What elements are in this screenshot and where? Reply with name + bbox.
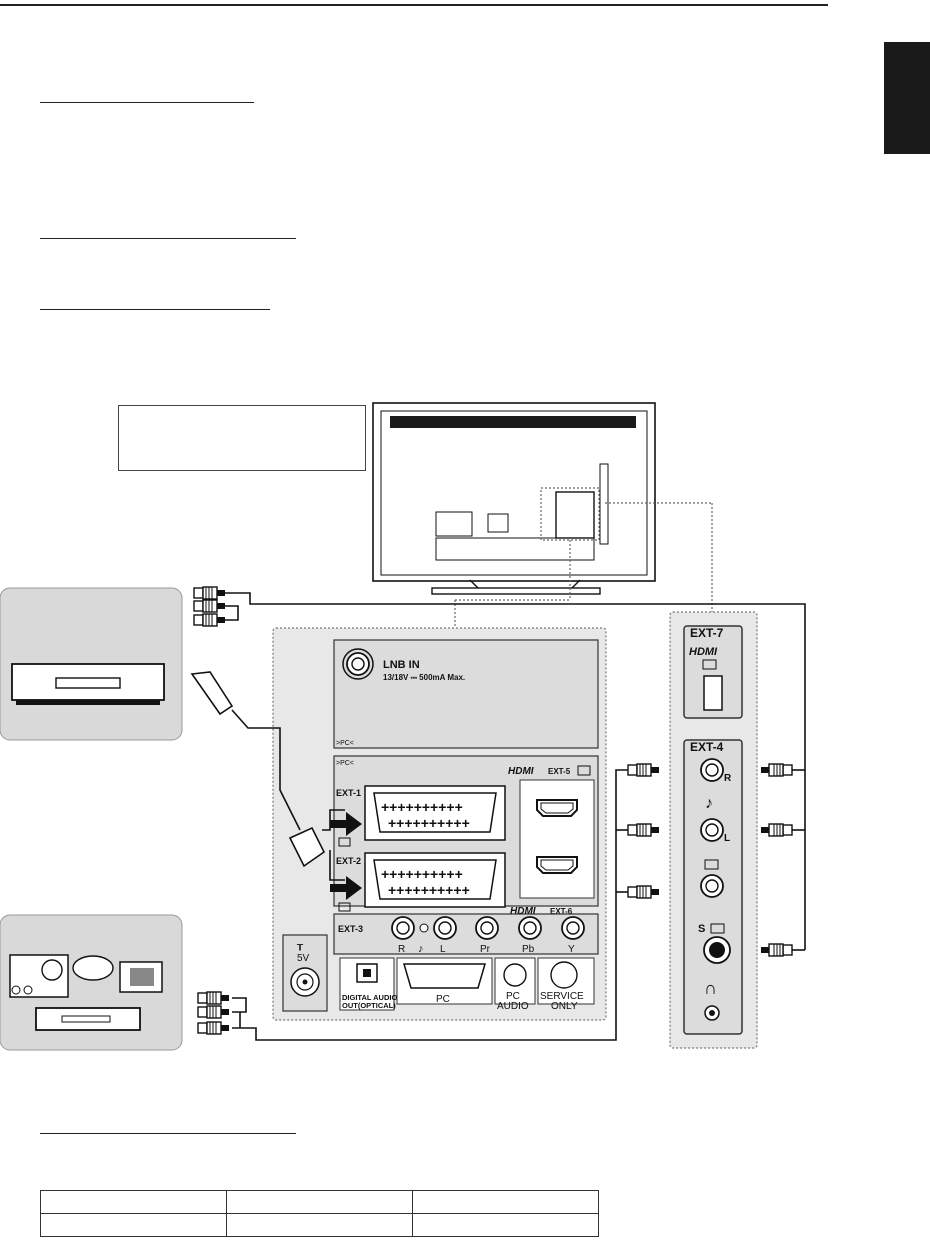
pc-audio-label: PC	[506, 991, 520, 1002]
input-arrow-icon	[338, 902, 351, 912]
svg-text:++++++++++: ++++++++++	[381, 799, 463, 815]
heading-underline-1	[40, 102, 254, 103]
side-tab	[884, 42, 930, 154]
heading-underline-2	[40, 238, 296, 239]
table-cell	[226, 1213, 413, 1237]
table-cell	[412, 1213, 599, 1237]
music-note-icon: ♪	[418, 943, 424, 955]
service-label: SERVICE	[540, 991, 584, 1002]
music-note-icon: ♪	[705, 795, 713, 812]
antenna-voltage-label: 5V	[297, 953, 310, 964]
input-arrow-icon	[704, 859, 719, 870]
pc-audio-label-2: AUDIO	[497, 1001, 529, 1012]
headphone-icon: ∩	[704, 978, 717, 998]
svg-text:++++++++++: ++++++++++	[381, 866, 463, 882]
connection-diagram: LNB IN 13/18V ⎓ 500mA Max. >PC< >PC< HDM…	[0, 402, 806, 1051]
scart-arrows	[330, 812, 362, 900]
hdmi-logo: HDMI	[508, 766, 534, 777]
digital-audio-label: DIGITAL AUDIO	[342, 993, 397, 1002]
spec-table	[40, 1190, 599, 1237]
port-label-pb: Pb	[522, 944, 535, 955]
device-panel-bottom	[0, 914, 183, 1051]
digital-audio-label-2: OUT(OPTICAL)	[342, 1001, 396, 1010]
table-row	[40, 1213, 599, 1237]
ext6-label: EXT-6	[550, 907, 573, 916]
antenna-icon: ┰	[296, 940, 304, 951]
port-label-pr: Pr	[480, 944, 491, 955]
input-arrow-icon	[710, 923, 725, 934]
heading-underline-4	[40, 1133, 296, 1134]
table-cell	[40, 1190, 227, 1214]
port-label-y: Y	[568, 944, 575, 955]
input-arrow-icon	[702, 659, 717, 670]
table-cell	[226, 1190, 413, 1214]
page-top-rule	[0, 4, 828, 6]
pc-marker-label-2: >PC<	[336, 760, 354, 767]
ext2-label: EXT-2	[336, 856, 361, 866]
ext1-label: EXT-1	[336, 788, 361, 798]
hdmi-logo-3: HDMI	[689, 646, 718, 658]
tv-rear-view	[372, 402, 656, 595]
device-panel-top	[0, 587, 183, 741]
pc-marker-label: >PC<	[336, 740, 354, 747]
ext3-label: EXT-3	[338, 924, 363, 934]
audio-l-label: L	[724, 833, 730, 844]
side-panel: EXT-7 HDMI EXT-4 R ♪ L S ∩	[669, 611, 758, 1049]
rear-panel: LNB IN 13/18V ⎓ 500mA Max. >PC< >PC< HDM…	[272, 627, 607, 1021]
table-cell	[40, 1213, 227, 1237]
svg-text:++++++++++: ++++++++++	[388, 815, 470, 831]
input-arrow-icon	[338, 837, 351, 847]
ext7-label: EXT-7	[690, 626, 724, 640]
note-box	[118, 405, 366, 471]
scart-plug-icon	[190, 671, 326, 868]
leader-lines	[454, 487, 713, 628]
pc-port-label: PC	[436, 994, 450, 1005]
port-label-l: L	[440, 944, 446, 955]
lnb-in-label: LNB IN	[383, 659, 420, 671]
table-row	[40, 1190, 599, 1214]
heading-underline-3	[40, 309, 270, 310]
lnb-spec-label: 13/18V ⎓ 500mA Max.	[383, 673, 465, 682]
hdmi-logo-2: HDMI	[510, 906, 536, 917]
audio-r-label: R	[724, 773, 732, 784]
cables	[224, 592, 806, 1041]
ext5-label: EXT-5	[548, 767, 571, 776]
svg-text:++++++++++: ++++++++++	[388, 882, 470, 898]
table-cell	[412, 1190, 599, 1214]
service-label-2: ONLY	[551, 1001, 578, 1012]
ext4-label: EXT-4	[690, 740, 724, 754]
s-video-label: S	[698, 923, 705, 935]
port-label-r: R	[398, 944, 405, 955]
